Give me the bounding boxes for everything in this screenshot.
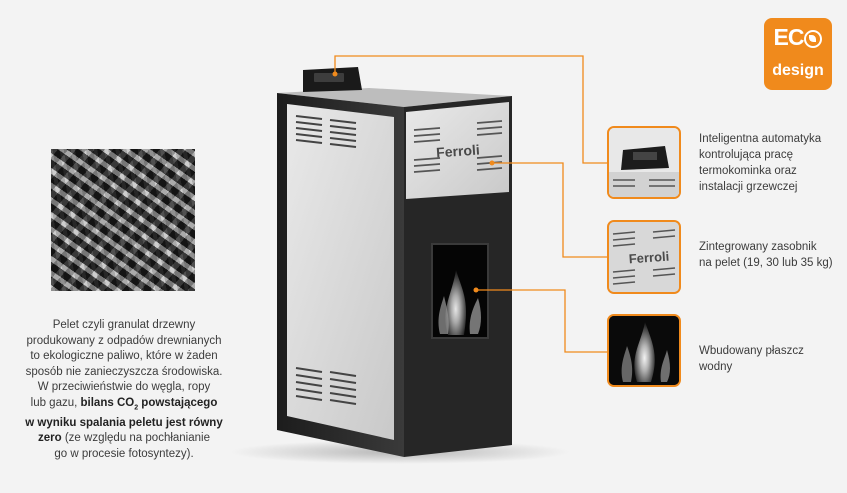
side-vents-top — [295, 115, 357, 148]
eco-badge-text: EC — [773, 24, 805, 50]
controller-display — [314, 73, 344, 82]
description-line: Pelet czyli granulat drzewny — [52, 319, 196, 331]
description-text: (ze względu na pochłanianie — [61, 432, 210, 445]
pellets-image — [51, 149, 195, 291]
feature-line: Wbudowany płaszcz wodny — [699, 345, 804, 373]
feature-line: instalacji grzewczej — [699, 181, 798, 193]
leader-line-hopper — [492, 162, 610, 258]
description-line: zero (ze względu na pochłanianie — [20, 431, 228, 447]
feature-line: termokominka oraz — [699, 165, 797, 177]
feature-line: Zintegrowany zasobnik — [699, 241, 817, 253]
description-line: produkowany z odpadów drewnianych — [26, 334, 222, 347]
hopper-callout: Ferroli — [607, 220, 681, 294]
flame-closeup — [609, 316, 679, 385]
leader-dot-controller — [332, 71, 338, 77]
pellet-description: Pelet czyli granulat drzewny produkowany… — [20, 318, 228, 463]
description-bold: bilans CO — [80, 396, 135, 409]
description-line: w wyniku spalania peletu jest równy — [20, 416, 228, 432]
description-bold: w wyniku spalania peletu jest równy — [25, 416, 223, 429]
controller-callout — [607, 126, 681, 199]
eco-badge-top: EC — [764, 26, 832, 49]
side-vents-bottom — [295, 367, 357, 405]
hopper-brand-logo: Ferroli — [628, 249, 669, 267]
stove-flame-small — [438, 296, 449, 334]
hopper-vents — [413, 120, 503, 173]
feature-water-jacket-label: Wbudowany płaszcz wodny — [699, 343, 839, 375]
eco-design-badge: EC design — [764, 18, 832, 90]
stove-brand-logo: Ferroli — [436, 142, 481, 161]
description-line: go w procesie fotosyntezy). — [54, 448, 194, 461]
water-jacket-callout — [607, 314, 681, 387]
hopper-closeup: Ferroli — [609, 222, 679, 292]
description-line: W przeciwieństwie do węgla, ropy — [37, 381, 211, 394]
feature-line: kontrolująca pracę — [699, 149, 793, 161]
stove-side-panel — [287, 104, 394, 440]
leader-line-controller — [334, 55, 610, 164]
leaf-icon — [804, 30, 823, 48]
description-line: sposób nie zanieczyszcza środowiska. — [25, 365, 223, 378]
feature-automation-label: Inteligentna automatyka kontrolująca pra… — [699, 131, 839, 195]
description-line: lub gazu, bilans CO2 powstającego — [20, 396, 228, 416]
description-line: to ekologiczne paliwo, które w żaden — [30, 350, 218, 363]
description-bold: zero — [38, 432, 62, 445]
stove-flame-small — [469, 298, 481, 334]
leader-dot-flame — [473, 287, 479, 293]
description-bold: powstającego — [138, 396, 218, 409]
co2-subscript: 2 — [134, 404, 139, 412]
controller-closeup — [609, 128, 679, 197]
description-text: lub gazu, — [30, 396, 81, 409]
leader-dot-hopper — [489, 160, 495, 166]
eco-badge-design-label: design — [772, 62, 824, 79]
feature-line: na pelet (19, 30 lub 35 kg) — [699, 257, 833, 269]
stove-top — [277, 88, 512, 107]
feature-line: Inteligentna automatyka — [699, 133, 822, 145]
feature-hopper-label: Zintegrowany zasobnik na pelet (19, 30 l… — [699, 239, 839, 271]
stove-flame — [445, 270, 467, 335]
leader-line-flame — [476, 289, 610, 353]
hopper-panel — [406, 102, 509, 199]
